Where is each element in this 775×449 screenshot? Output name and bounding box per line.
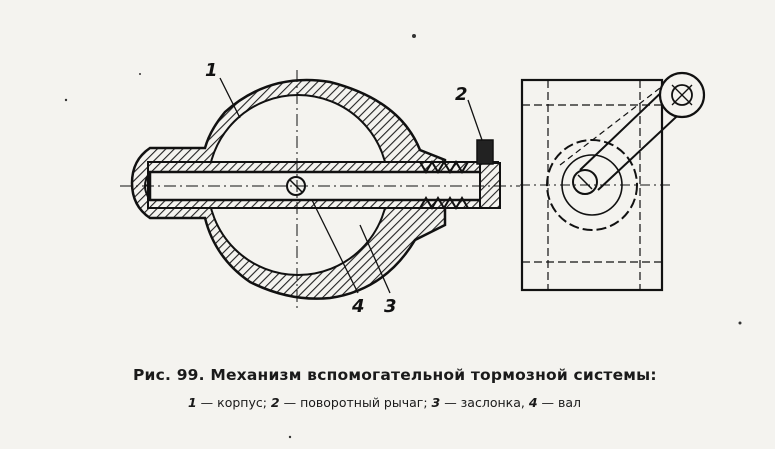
callout-3: 3	[384, 296, 397, 317]
legend-text-2: — поворотный рычаг;	[279, 395, 432, 410]
legend-num-2: 2	[270, 395, 280, 410]
callout-4: 4	[351, 296, 365, 317]
legend-text-1: — корпус;	[196, 395, 271, 410]
lever-eye-inner	[671, 84, 693, 106]
section-view: 1 2 4 3	[120, 60, 520, 317]
callout-2: 2	[455, 84, 468, 105]
figure-caption-legend: 1 — корпус; 2 — поворотный рычаг; 3 — за…	[188, 395, 748, 410]
legend-text-3: — заслонка,	[440, 395, 529, 410]
lever-stub	[476, 139, 494, 165]
legend-num-4: 4	[528, 395, 538, 410]
figure-caption-title: Рис. 99. Механизм вспомогательной тормоз…	[133, 366, 657, 384]
lever-arm	[579, 85, 669, 171]
print-specks	[64, 34, 742, 439]
spring	[419, 160, 469, 210]
legend-num-1: 1	[188, 395, 197, 410]
legend-num-3: 3	[431, 395, 441, 410]
legend-text-4: — вал	[537, 395, 581, 410]
end-view	[520, 71, 706, 292]
callout-1: 1	[205, 60, 218, 81]
